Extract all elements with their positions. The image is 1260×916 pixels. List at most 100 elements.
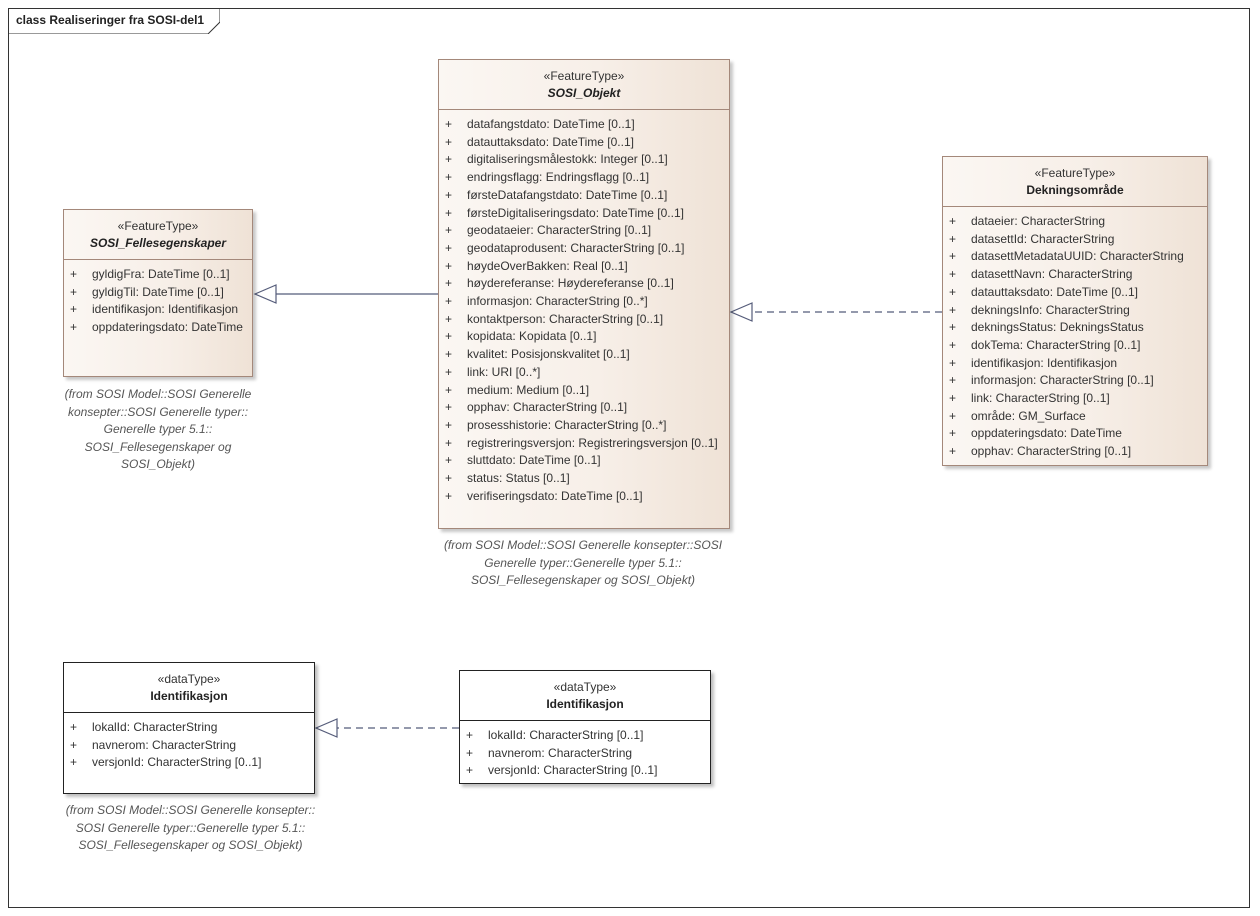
attribute-text: førsteDatafangstdato: DateTime [0..1] <box>467 187 668 202</box>
attribute-row[interactable]: +link: URI [0..*] <box>439 364 729 382</box>
diagram-title: class Realiseringer fra SOSI-del1 <box>16 13 205 27</box>
attribute-row[interactable]: +registreringsversjon: Registreringsvers… <box>439 435 729 453</box>
visibility-marker: + <box>445 400 453 415</box>
attribute-row[interactable]: +datauttaksdato: DateTime [0..1] <box>439 134 729 152</box>
attribute-row[interactable]: +oppdateringsdato: DateTime <box>943 425 1207 443</box>
visibility-marker: + <box>70 302 78 317</box>
visibility-marker: + <box>949 373 957 388</box>
visibility-marker: + <box>445 311 453 326</box>
attribute-row[interactable]: +kopidata: Kopidata [0..1] <box>439 328 729 346</box>
visibility-marker: + <box>70 737 78 752</box>
attribute-row[interactable]: +område: GM_Surface <box>943 408 1207 426</box>
visibility-marker: + <box>949 320 957 335</box>
attribute-text: dekningsStatus: DekningsStatus <box>971 320 1144 335</box>
attribute-row[interactable]: +datasettMetadataUUID: CharacterString <box>943 248 1207 266</box>
attribute-row[interactable]: +datafangstdato: DateTime [0..1] <box>439 116 729 134</box>
attribute-row[interactable]: +sluttdato: DateTime [0..1] <box>439 452 729 470</box>
package-note-line: SOSI_Fellesegenskaper og SOSI_Objekt) <box>470 573 696 588</box>
visibility-marker: + <box>949 284 957 299</box>
attribute-row[interactable]: +identifikasjon: Identifikasjon <box>64 301 252 319</box>
attribute-row[interactable]: + dekningsStatus: DekningsStatus <box>943 319 1207 337</box>
attribute-text: datasettId: CharacterString <box>971 231 1115 246</box>
attribute-row[interactable]: + oppdateringsdato: DateTime <box>64 319 252 337</box>
class-identifikasjon-realization[interactable]: «dataType» Identifikasjon +lokalId: Char… <box>459 670 711 784</box>
attribute-row[interactable]: +informasjon: CharacterString [0..*] <box>439 293 729 311</box>
attribute-row[interactable]: +dekningsInfo: CharacterString <box>943 302 1207 320</box>
attribute-row[interactable]: +kvalitet: Posisjonskvalitet [0..1] <box>439 346 729 364</box>
attribute-row[interactable]: +førsteDatafangstdato: DateTime [0..1] <box>439 187 729 205</box>
attribute-row[interactable]: +status: Status [0..1] <box>439 470 729 488</box>
class-dekningsomrade[interactable]: «FeatureType» Dekningsområde +dataeier: … <box>942 156 1208 466</box>
attribute-row[interactable]: +identifikasjon: Identifikasjon <box>943 355 1207 373</box>
attribute-text: gyldigTil: DateTime [0..1] <box>92 284 224 299</box>
attribute-text: oppdateringsdato: DateTime <box>92 320 243 335</box>
attribute-row[interactable]: +medium: Medium [0..1] <box>439 382 729 400</box>
attribute-text: link: URI [0..*] <box>467 364 541 379</box>
visibility-marker: + <box>445 170 453 185</box>
class-sosi-fellesegenskaper[interactable]: «FeatureType» SOSI_Fellesegenskaper +gyl… <box>63 209 253 377</box>
class-header: «FeatureType» Dekningsområde <box>943 157 1207 207</box>
attribute-text: registreringsversjon: Registreringsversj… <box>467 435 718 450</box>
attribute-row[interactable]: + informasjon: CharacterString [0..1] <box>943 372 1207 390</box>
attribute-row[interactable]: +navnerom: CharacterString <box>460 745 710 763</box>
attribute-row[interactable]: +lokalId: CharacterString <box>64 719 314 737</box>
class-header: «dataType» Identifikasjon <box>460 671 710 721</box>
attribute-row[interactable]: +endringsflagg: Endringsflagg [0..1] <box>439 169 729 187</box>
attribute-row[interactable]: +gyldigTil: DateTime [0..1] <box>64 284 252 302</box>
attribute-row[interactable]: +førsteDigitaliseringsdato: DateTime [0.… <box>439 205 729 223</box>
attribute-row[interactable]: +geodataeier: CharacterString [0..1] <box>439 222 729 240</box>
attribute-text: prosesshistorie: CharacterString [0..*] <box>467 417 667 432</box>
attribute-text: status: Status [0..1] <box>467 471 570 486</box>
class-sosi-objekt[interactable]: «FeatureType» SOSI_Objekt +datafangstdat… <box>438 59 730 529</box>
visibility-marker: + <box>70 755 78 770</box>
attribute-text: link: CharacterString [0..1] <box>971 391 1110 406</box>
attribute-row[interactable]: + dokTema: CharacterString [0..1] <box>943 337 1207 355</box>
visibility-marker: + <box>445 488 453 503</box>
attribute-row[interactable]: +datauttaksdato: DateTime [0..1] <box>943 284 1207 302</box>
attribute-row[interactable]: + verifiseringsdato: DateTime [0..1] <box>439 488 729 506</box>
visibility-marker: + <box>445 152 453 167</box>
frame-tab-shape <box>8 8 220 34</box>
attribute-row[interactable]: +høydereferanse: Høydereferanse [0..1] <box>439 275 729 293</box>
attribute-text: opphav: CharacterString [0..1] <box>971 444 1132 459</box>
attribute-text: dokTema: CharacterString [0..1] <box>971 337 1141 352</box>
attribute-row[interactable]: +datasettId: CharacterString <box>943 231 1207 249</box>
attribute-text: område: GM_Surface <box>971 408 1086 423</box>
class-stereotype: «FeatureType» <box>117 219 199 233</box>
attribute-row[interactable]: + digitaliseringsmålestokk: Integer [0..1… <box>439 151 729 169</box>
attribute-row[interactable]: +dataeier: CharacterString <box>943 213 1207 231</box>
attribute-row[interactable]: +datasettNavn: CharacterString <box>943 266 1207 284</box>
attribute-row[interactable]: +gyldigFra: DateTime [0..1] <box>64 266 252 284</box>
attribute-row[interactable]: +prosesshistorie: CharacterString [0..*] <box>439 417 729 435</box>
attribute-list: +lokalId: CharacterString+navnerom: Char… <box>64 713 314 772</box>
attribute-text: lokalId: CharacterString [0..1] <box>488 728 644 742</box>
visibility-marker: + <box>70 320 78 335</box>
attribute-row[interactable]: +opphav: CharacterString [0..1] <box>943 443 1207 461</box>
attribute-text: digitaliseringsmålestokk: Integer [0..1] <box>467 152 668 167</box>
attribute-row[interactable]: + versjonId: CharacterString [0..1] <box>460 762 710 780</box>
attribute-row[interactable]: +geodataprodusent: CharacterString [0..1… <box>439 240 729 258</box>
visibility-marker: + <box>445 205 453 220</box>
attribute-text: verifiseringsdato: DateTime [0..1] <box>467 488 643 503</box>
attribute-text: informasjon: CharacterString [0..1] <box>971 373 1154 388</box>
attribute-row[interactable]: +versjonId: CharacterString [0..1] <box>64 754 314 772</box>
visibility-marker: + <box>445 223 453 238</box>
class-identifikasjon-source[interactable]: «dataType» Identifikasjon +lokalId: Char… <box>63 662 315 794</box>
attribute-row[interactable]: +kontaktperson: CharacterString [0..1] <box>439 311 729 329</box>
attribute-row[interactable]: +link: CharacterString [0..1] <box>943 390 1207 408</box>
attribute-row[interactable]: +opphav: CharacterString [0..1] <box>439 399 729 417</box>
visibility-marker: + <box>949 337 957 352</box>
attribute-row[interactable]: +lokalId: CharacterString [0..1] <box>460 727 710 745</box>
attribute-text: versjonId: CharacterString [0..1] <box>488 763 658 778</box>
visibility-marker: + <box>445 240 453 255</box>
attribute-row[interactable]: +navnerom: CharacterString <box>64 737 314 755</box>
package-note-line: SOSI_Objekt) <box>120 457 196 472</box>
visibility-marker: + <box>445 258 453 273</box>
visibility-marker: + <box>445 117 453 131</box>
realization-arrowhead-dekningsomrade <box>729 302 753 322</box>
class-header: «dataType» Identifikasjon <box>64 663 314 713</box>
attribute-row[interactable]: +høydeOverBakken: Real [0..1] <box>439 258 729 276</box>
attribute-text: dekningsInfo: CharacterString <box>971 302 1130 317</box>
visibility-marker: + <box>466 763 474 778</box>
